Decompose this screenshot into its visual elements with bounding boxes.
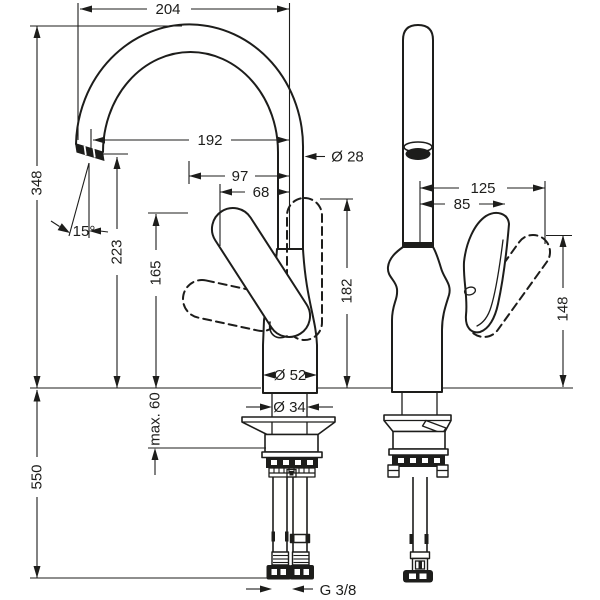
hose-collar-edge — [305, 534, 310, 543]
dim-hose-length: 550 — [29, 389, 46, 578]
dim-spray-angle-label: 15° — [73, 223, 96, 240]
spout-outer-curve — [75, 23, 305, 250]
front-view — [75, 23, 336, 580]
mounting-body-front — [264, 433, 319, 453]
dim-spout-diameter: Ø 28 — [304, 149, 364, 166]
connector-slot — [419, 573, 427, 579]
dim-handle-height-label: 165 — [148, 260, 165, 285]
dim-height-above-deck-label: 348 — [29, 170, 46, 195]
dim-side-handle-reach-inner: 85 — [420, 196, 505, 213]
hose-connector — [403, 570, 433, 583]
swivel-joint-band — [403, 242, 433, 248]
dim-side-handle-height: 148 — [555, 235, 572, 387]
spout-column-side — [402, 24, 434, 247]
mounting-nut-front — [266, 457, 318, 468]
connector-slot — [409, 573, 416, 579]
dim-side-handle-reach-inner-label: 85 — [454, 196, 471, 213]
nut-facet — [271, 460, 277, 465]
dim-side-handle-reach: 125 — [420, 180, 545, 197]
spout-inner-curve — [102, 51, 279, 250]
dim-overall-width: 204 — [80, 1, 289, 18]
connector-slot — [294, 569, 300, 575]
handle-inner-line — [476, 239, 504, 327]
dim-max-deck-thickness: max. 60 — [147, 392, 164, 475]
connector-slot — [271, 569, 277, 575]
hose-clip — [409, 534, 414, 544]
dim-height-above-deck: 348 — [29, 26, 46, 388]
hose-collar-edge — [290, 534, 295, 543]
side-view — [383, 24, 552, 583]
nut-flange-front — [261, 451, 323, 459]
dim-max-deck-thickness-label: max. 60 — [147, 392, 164, 445]
dim-shank-diameter: Ø 34 — [246, 399, 333, 416]
dim-spout-reach-label: 192 — [197, 132, 222, 149]
lever-handle-side — [462, 211, 510, 334]
mounting-nut-side — [392, 455, 445, 467]
nut-facet — [307, 460, 313, 465]
dim-handle-offset-label: 68 — [253, 184, 270, 201]
nut-facet — [283, 460, 289, 465]
side-mounting-hardware — [383, 392, 452, 583]
dim-handle-top-height: 182 — [339, 199, 356, 388]
mounting-body-side — [392, 430, 446, 450]
faucet-body-side — [386, 246, 451, 393]
dim-outlet-offset-label: 97 — [232, 168, 249, 185]
dim-spray-angle: 15° — [50, 162, 109, 240]
base-flange-front — [241, 416, 336, 436]
front-spout — [75, 23, 305, 250]
nut-facet — [398, 458, 404, 463]
dim-spout-diameter-label: Ø 28 — [331, 149, 364, 166]
center-fitting-core — [289, 471, 294, 476]
connector-slot — [303, 569, 309, 575]
hose-clip — [424, 534, 429, 544]
dim-outlet-height-label: 223 — [109, 239, 126, 264]
dim-overall-width-label: 204 — [155, 1, 180, 18]
connector-core — [418, 561, 422, 569]
hose-clip — [271, 531, 275, 542]
dim-connection-thread-label: G 3/8 — [320, 582, 357, 599]
dim-base-diameter: Ø 52 — [263, 367, 317, 384]
dim-connection-thread: G 3/8 — [246, 582, 356, 599]
aerator-face — [75, 143, 105, 161]
nut-facet — [410, 458, 416, 463]
dim-handle-offset: 68 — [220, 184, 289, 201]
hose-connector — [266, 565, 291, 580]
dim-side-handle-reach-label: 125 — [470, 180, 495, 197]
connector-slot — [280, 569, 286, 575]
nut-facet — [295, 460, 301, 465]
dim-spout-reach: 192 — [93, 132, 289, 149]
center-fitting — [286, 468, 297, 478]
handle-position-up-dashed — [286, 197, 323, 341]
dim-handle-top-height-label: 182 — [339, 278, 356, 303]
dim-outlet-height: 223 — [109, 157, 126, 388]
handle-screw-hole — [463, 286, 477, 296]
dimensions: 204 348 192 Ø 28 97 68 — [29, 1, 572, 599]
dim-shank-diameter-label: Ø 34 — [273, 399, 306, 416]
front-mounting-hardware — [241, 393, 336, 580]
lever-handle-front — [210, 207, 312, 338]
outlet-opening — [405, 148, 431, 160]
handle-position-dashed-side — [465, 234, 552, 338]
nut-flange-side — [388, 448, 449, 456]
dim-hose-length-label: 550 — [29, 464, 46, 489]
hose-clip — [285, 531, 289, 542]
hose-thread-lines — [273, 554, 309, 564]
handle-base-curl — [268, 321, 288, 339]
hose-connector — [289, 565, 314, 580]
nut-facet — [434, 458, 440, 463]
dim-handle-height: 165 — [148, 214, 165, 388]
side-handle — [462, 211, 510, 334]
aerator-slit — [83, 145, 87, 156]
dim-outlet-offset: 97 — [189, 168, 289, 185]
thread-ticks — [273, 468, 310, 473]
connector-collar — [409, 551, 431, 560]
dim-side-handle-height-label: 148 — [555, 296, 572, 321]
front-handle — [210, 207, 312, 339]
dim-base-diameter-label: Ø 52 — [274, 367, 307, 384]
extension-lines — [30, 3, 573, 579]
nut-facet — [422, 458, 428, 463]
aerator-slit — [92, 148, 96, 158]
